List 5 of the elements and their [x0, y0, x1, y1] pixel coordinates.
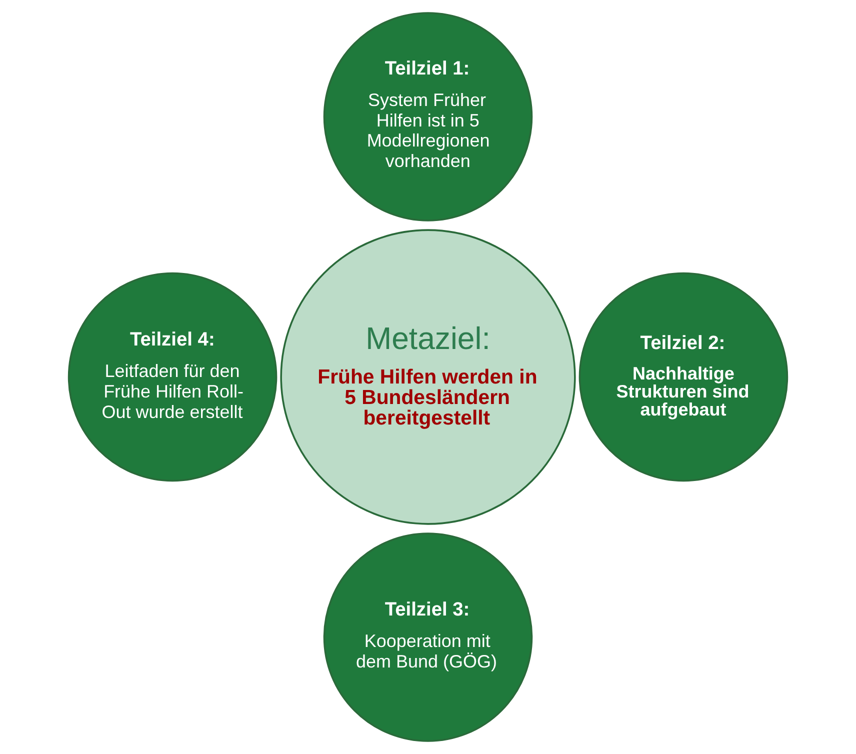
node-circle: Teilziel 1: System Früher Hilfen ist in 5 Modellregionen vorhanden — [323, 12, 533, 222]
node-circle: Metaziel: Frühe Hilfen werden in 5 Bundesländern bereitgestellt — [280, 229, 576, 525]
node-circle: Teilziel 3: Kooperation mit dem Bund (GÖG) — [323, 532, 533, 742]
node-circle: Teilziel 4: Leitfaden für den Frühe Hilfen Roll-Out wurde erstellt — [68, 272, 278, 482]
node-circle: Teilziel 2: Nachhaltige Strukturen sind aufgebaut — [578, 272, 788, 482]
